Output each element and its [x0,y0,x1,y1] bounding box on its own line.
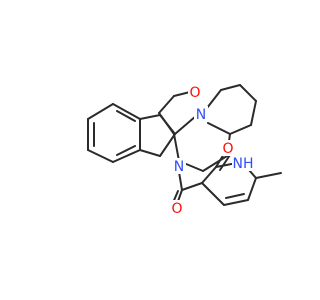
indane-benzene-ring [87,103,141,163]
molecule-drawing: N N O O O NH [87,84,282,217]
indane-cyclopentane-ring [139,114,176,157]
atom-o-methoxy: O [189,85,200,101]
atom-o-amide: O [171,201,182,217]
methyl-bond [255,172,282,179]
methylene-linker-2 [202,155,228,172]
piperidine-ring [206,84,257,135]
structure-canvas: N N O O O NH [87,84,282,217]
atom-n-piperidine: N [196,107,206,123]
atom-nh-pyridone: NH [233,156,254,172]
atom-labels: N N O O O NH [170,84,254,217]
indanyl-n-bond [174,115,197,135]
atom-n-amide: N [174,159,184,175]
methoxyethyl-chain [158,91,191,162]
atom-o-pyridone: O [222,141,233,157]
